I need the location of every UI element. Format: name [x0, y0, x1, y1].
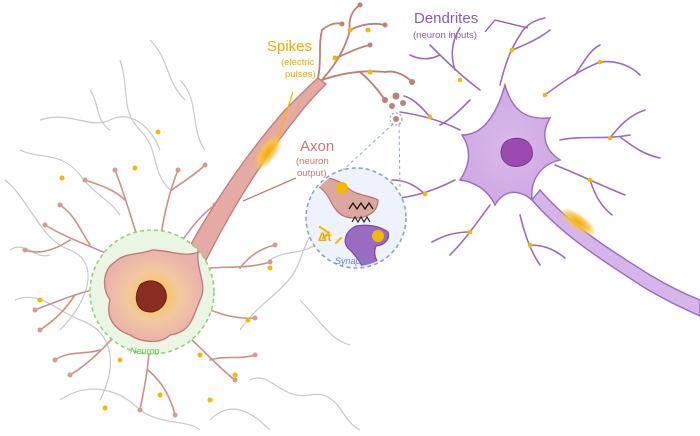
axon-terminal-boutons	[339, 2, 415, 122]
postsynaptic-dendrites	[391, 17, 661, 266]
spike-marks	[37, 27, 373, 411]
spikes-label: Spikes	[267, 38, 313, 55]
synapse-inset-content	[309, 174, 396, 266]
postsynaptic-dendrite-ends	[422, 47, 613, 248]
synapse-label: Synapse	[335, 256, 371, 266]
synapse-callout-lines	[329, 123, 401, 191]
delta-tau-label: Δτ	[318, 230, 332, 244]
axon-spike-glow	[253, 133, 283, 171]
dendrites-label: Dendrites	[414, 10, 479, 27]
presynaptic-nucleus	[135, 280, 167, 313]
postsynaptic-spike-glow	[559, 207, 597, 237]
dendrites-sublabel: (neuron inputs)	[413, 30, 477, 41]
dendrites-pointer	[484, 19, 529, 33]
spikes-sublabel-line1: (electric	[281, 57, 315, 68]
axon-pointer	[242, 177, 297, 202]
axon-terminals	[317, 4, 413, 101]
presynaptic-dendrite-tips	[22, 162, 278, 418]
background-network	[4, 39, 361, 431]
neuron-label: Neuron	[130, 346, 160, 356]
postsynaptic-nucleus	[500, 137, 533, 167]
spikes-sublabel-line2: pulses)	[285, 69, 316, 80]
axon-label: Axon	[300, 138, 335, 155]
spikes-pointer	[277, 91, 294, 139]
synapse-marker	[389, 112, 403, 126]
axon-sublabel-line1: (neuron	[296, 156, 329, 167]
axon-sublabel-line2: output)	[297, 168, 327, 179]
